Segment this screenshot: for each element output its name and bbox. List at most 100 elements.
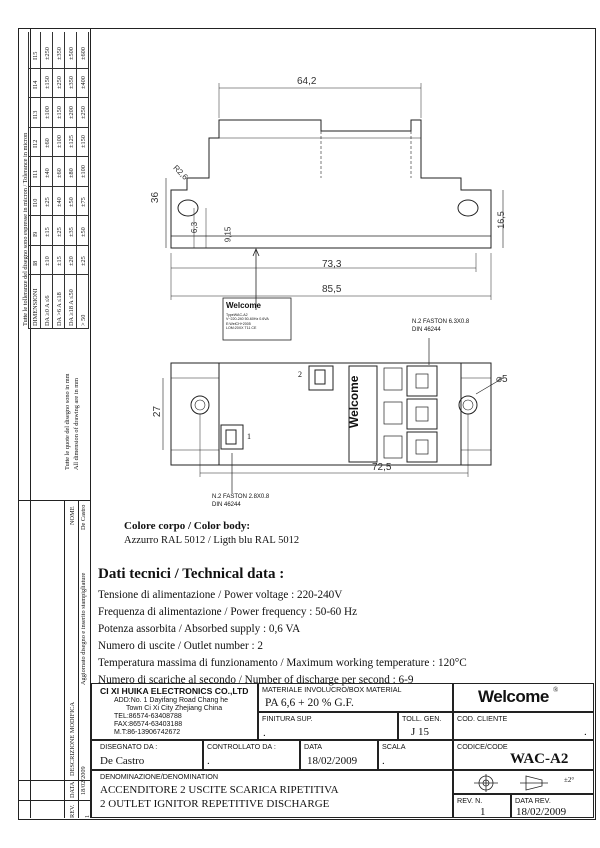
tolerance-cell: ±35 <box>68 226 75 237</box>
tolerance-cell: ±50 <box>80 226 87 237</box>
tech-line-supply: Potenza assorbita / Absorbed supply : 0,… <box>98 623 301 635</box>
modifica-desc: Aggiornato disegno e inserito stampiglia… <box>80 572 87 685</box>
tolerance-cell: ±75 <box>80 197 87 207</box>
tolerance-cell: ±600 <box>80 46 87 60</box>
rev-label: REV. <box>69 804 76 818</box>
tolerance-cell: ±350 <box>68 76 75 89</box>
toll-box: TOLL. GEN. J 15 <box>398 712 453 740</box>
front-outline <box>170 362 492 466</box>
materiale-box: MATERIALE INVOLUCRO/BOX MATERIAL PA 6,6 … <box>258 683 453 712</box>
tolerance-cell: ±400 <box>80 76 87 89</box>
faston-bottom <box>406 431 438 463</box>
outlet-2-connector <box>308 365 334 391</box>
disegnato-box: DISEGNATO DA : De Castro <box>91 740 203 770</box>
finitura-box: FINITURA SUP. . <box>258 712 398 740</box>
dim-height: 36 <box>150 191 162 204</box>
rev-value: 1 <box>84 814 91 818</box>
projection-box: ±2° <box>453 770 594 794</box>
tolerance-cell: ±125 <box>68 135 75 148</box>
outlet-1-number: 1 <box>247 432 251 441</box>
dim-h27: 27 <box>152 405 164 418</box>
denominazione-line-2: 2 OUTLET IGNITOR REPETITIVE DISCHARGE <box>100 798 330 810</box>
tolerance-cell: ±250 <box>44 46 51 60</box>
tolerance-header: I9 <box>32 231 39 237</box>
panel-logo: Welcome <box>347 375 361 428</box>
tolerance-cell: ±250 <box>56 76 63 89</box>
tolerance-cell: ±150 <box>44 76 51 89</box>
tolerance-cell: > 50 <box>80 314 87 326</box>
data-value: 18/02/2009 <box>307 755 358 767</box>
data-label: DATA <box>69 781 76 798</box>
note-mm-en: All dimension of drawing are in mm <box>73 378 80 470</box>
projection-tol: ±2° <box>564 776 575 784</box>
tech-line-temperature: Temperatura massima di funzionamento / M… <box>98 657 467 669</box>
designer-name: De Castro <box>80 504 87 530</box>
outlet-1-connector <box>220 424 244 450</box>
tolerance-cell: ±40 <box>44 167 51 178</box>
dim-w73: 73,3 <box>322 259 342 270</box>
tolerance-cell: ±25 <box>56 226 63 237</box>
company-logo: Welcome <box>478 687 549 706</box>
nome-label: NOME <box>69 506 76 525</box>
tolerance-header: DIMENSIONI <box>32 288 39 326</box>
profile-outline <box>170 119 492 249</box>
dim-width-top: 64,2 <box>297 76 317 87</box>
registered-mark: ® <box>553 686 559 694</box>
dim-phi5: ⌀5 <box>496 374 508 385</box>
tolerance-cell: ±350 <box>56 46 63 60</box>
technical-drawing <box>162 83 504 493</box>
label-text: TypeWAC-A2 V~220-240 50-60Hz 0.6VA E:Wel… <box>226 313 269 331</box>
controllato-box: CONTROLLATO DA : . <box>203 740 300 770</box>
data-rev-box: DATA REV. 18/02/2009 <box>511 794 594 818</box>
company-box: CI XI HUIKA ELECTRONICS CO.,LTD ADD:No. … <box>91 683 258 740</box>
tolerance-cell: ±60 <box>56 167 63 178</box>
color-body-title: Colore corpo / Color body: <box>124 520 251 532</box>
tolerance-header: I8 <box>32 260 39 266</box>
front-hole-right <box>458 395 478 415</box>
codice-value: WAC-A2 <box>510 751 569 767</box>
denominazione-line-1: ACCENDITORE 2 USCITE SCARICA RIPETITIVA <box>100 784 339 796</box>
front-hole-left <box>190 395 210 415</box>
label-brand: Welcome <box>226 301 261 310</box>
materiale-value: PA 6,6 + 20 % G.F. <box>265 697 354 709</box>
faston-top <box>406 365 438 397</box>
dim-d2: 9,15 <box>223 226 233 243</box>
dim-w72: 72,5 <box>372 462 392 473</box>
mount-hole-left <box>177 199 199 217</box>
tolerance-header: I11 <box>32 169 39 178</box>
faston-bottom-label: N.2 FASTON 2.8X0.8 DIN 46244 <box>212 494 270 508</box>
projection-symbol-icon <box>474 774 548 792</box>
drawing-sheet <box>18 28 596 820</box>
tolerance-cell: DA ≥0 A ≤6 <box>44 295 51 326</box>
tolerance-cell: ±250 <box>80 105 87 119</box>
tolerance-cell: ±150 <box>80 135 87 148</box>
tech-line-outlets: Numero di uscite / Outlet number : 2 <box>98 640 263 652</box>
company-address: ADD:No. 1 Dayifang Road Chang he Town Ci… <box>114 697 229 736</box>
rev-n-box: REV. N. 1 <box>453 794 511 818</box>
tolerance-cell: ±500 <box>68 46 75 60</box>
logo-panel <box>348 365 378 463</box>
dim-d3: 16,5 <box>495 211 506 229</box>
tolerance-header: I13 <box>32 110 39 119</box>
denominazione-box: DENOMINAZIONE/DENOMINATION ACCENDITORE 2… <box>91 770 453 818</box>
modifica-date: 18/02/2009 <box>80 766 87 795</box>
tolerance-cell: ±50 <box>68 197 75 207</box>
tolerance-header: I14 <box>32 80 39 89</box>
tolerance-cell: ±25 <box>80 256 87 266</box>
tolerance-cell: ±100 <box>44 105 51 119</box>
technical-title: Dati tecnici / Technical data : <box>98 566 285 582</box>
tolerance-cell: ±100 <box>56 135 63 148</box>
faston-mid <box>406 398 438 430</box>
tolerance-header: I15 <box>32 51 39 60</box>
dim-w85: 85,5 <box>322 284 342 295</box>
tech-line-voltage: Tensione di alimentazione / Power voltag… <box>98 589 343 601</box>
tolerance-cell: ±15 <box>56 256 63 266</box>
company-name: CI XI HUIKA ELECTRONICS CO.,LTD <box>100 686 249 696</box>
dim-d1: 6,3 <box>190 221 200 234</box>
color-body-value: Azzurro RAL 5012 / Ligth blu RAL 5012 <box>124 535 300 546</box>
tolerance-cell: DA ≥18 A ≤50 <box>68 289 75 326</box>
tolerance-cell: ±20 <box>68 256 75 266</box>
tolerance-cell: ±40 <box>56 197 63 207</box>
logo-box: Welcome ® <box>453 683 594 712</box>
data-box: DATA 18/02/2009 <box>300 740 378 770</box>
